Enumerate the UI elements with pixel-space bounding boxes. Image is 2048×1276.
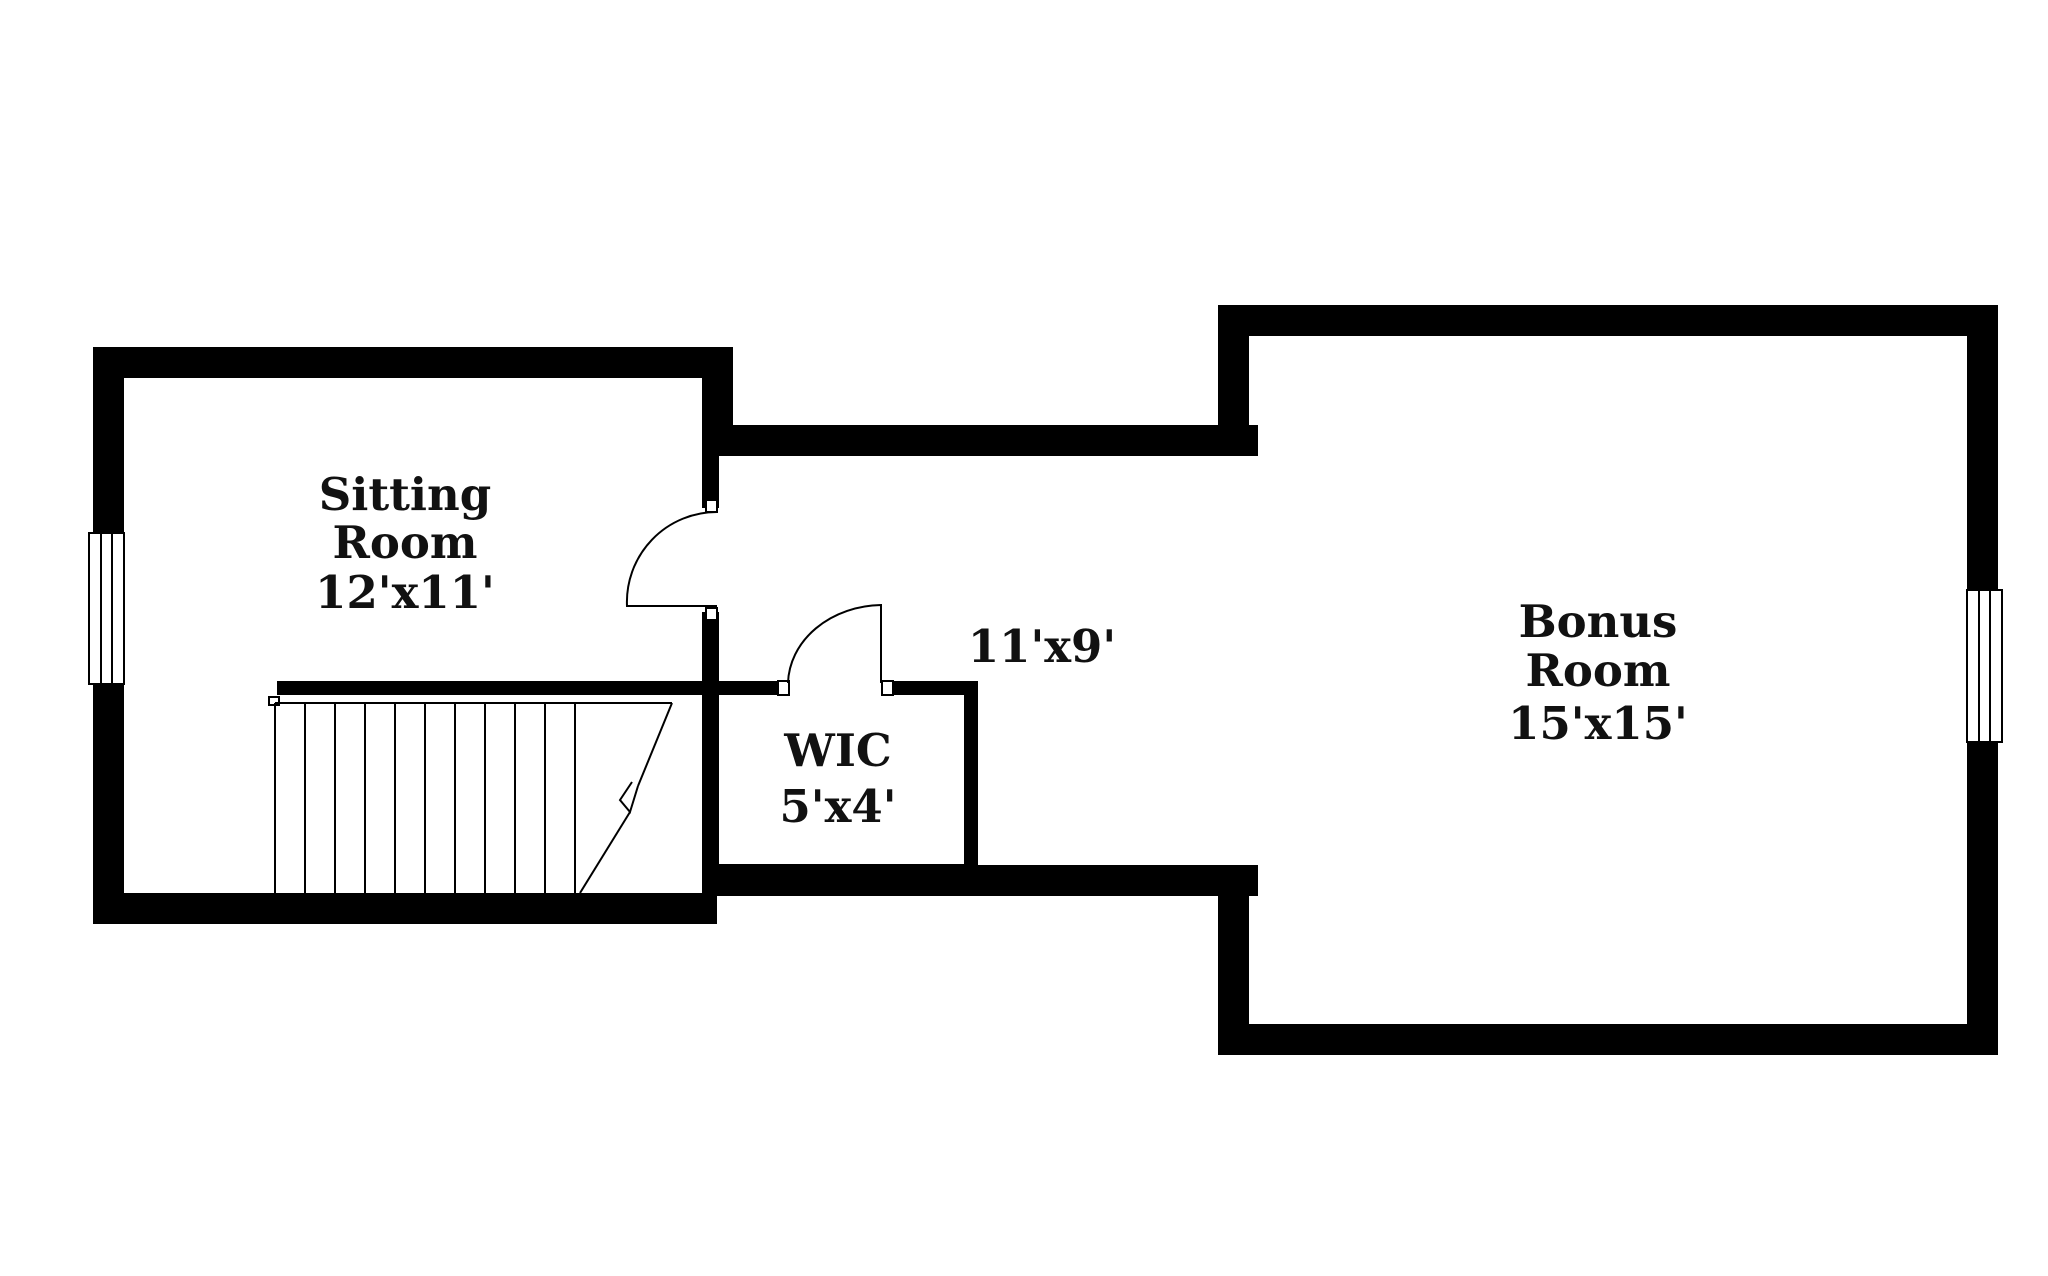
- sitting-room-top-wall: [93, 347, 733, 378]
- hall-label: 11'x9': [968, 620, 1116, 673]
- bonus-room-name-line1: Bonus: [1519, 595, 1678, 648]
- sitting-room-right-wall-lower: [702, 612, 719, 893]
- bonus-room-size: 15'x15': [1508, 697, 1688, 750]
- sitting-room-right-wall-stub: [702, 456, 719, 508]
- bonus-room-left-wall-lower: [1218, 865, 1249, 1055]
- wic-label: WIC 5'x4': [779, 724, 896, 833]
- bonus-room-left-wall-upper: [1218, 305, 1249, 456]
- wic-size: 5'x4': [779, 780, 896, 833]
- sitting-room-bottom-wall: [93, 893, 717, 924]
- wic-bottom-wall: [717, 864, 978, 878]
- wic-name: WIC: [783, 724, 891, 777]
- sitting-room-name-line1: Sitting: [319, 468, 491, 521]
- sitting-room-stair-wall: [277, 681, 777, 695]
- door-wic: [777, 603, 894, 696]
- bonus-room-name-line2: Room: [1525, 644, 1670, 697]
- hall-size: 11'x9': [968, 620, 1116, 673]
- walls: [93, 305, 1998, 1055]
- bonus-room-right-wall-lower: [1967, 742, 1998, 1055]
- staircase: [268, 696, 673, 894]
- sitting-room-name-line2: Room: [332, 516, 477, 569]
- bonus-room-right-wall-upper: [1967, 305, 1998, 590]
- wic-top-wall-left: [717, 681, 785, 695]
- hall-top-wall: [718, 425, 1258, 456]
- door-sitting-room: [625, 499, 718, 621]
- wic-right-wall: [964, 681, 978, 871]
- sitting-room-label: Sitting Room 12'x11': [315, 468, 495, 619]
- bonus-room-label: Bonus Room 15'x15': [1508, 595, 1688, 750]
- bonus-room-top-wall: [1218, 305, 1998, 336]
- bonus-room-bottom-wall: [1218, 1024, 1998, 1055]
- wic-top-wall-right: [882, 681, 978, 695]
- sitting-room-left-wall-upper: [93, 347, 124, 533]
- sitting-room-left-wall-lower: [93, 684, 124, 924]
- window-bonus-room: [1966, 589, 2003, 743]
- sitting-room-size: 12'x11': [315, 566, 495, 619]
- window-sitting-room: [88, 532, 125, 685]
